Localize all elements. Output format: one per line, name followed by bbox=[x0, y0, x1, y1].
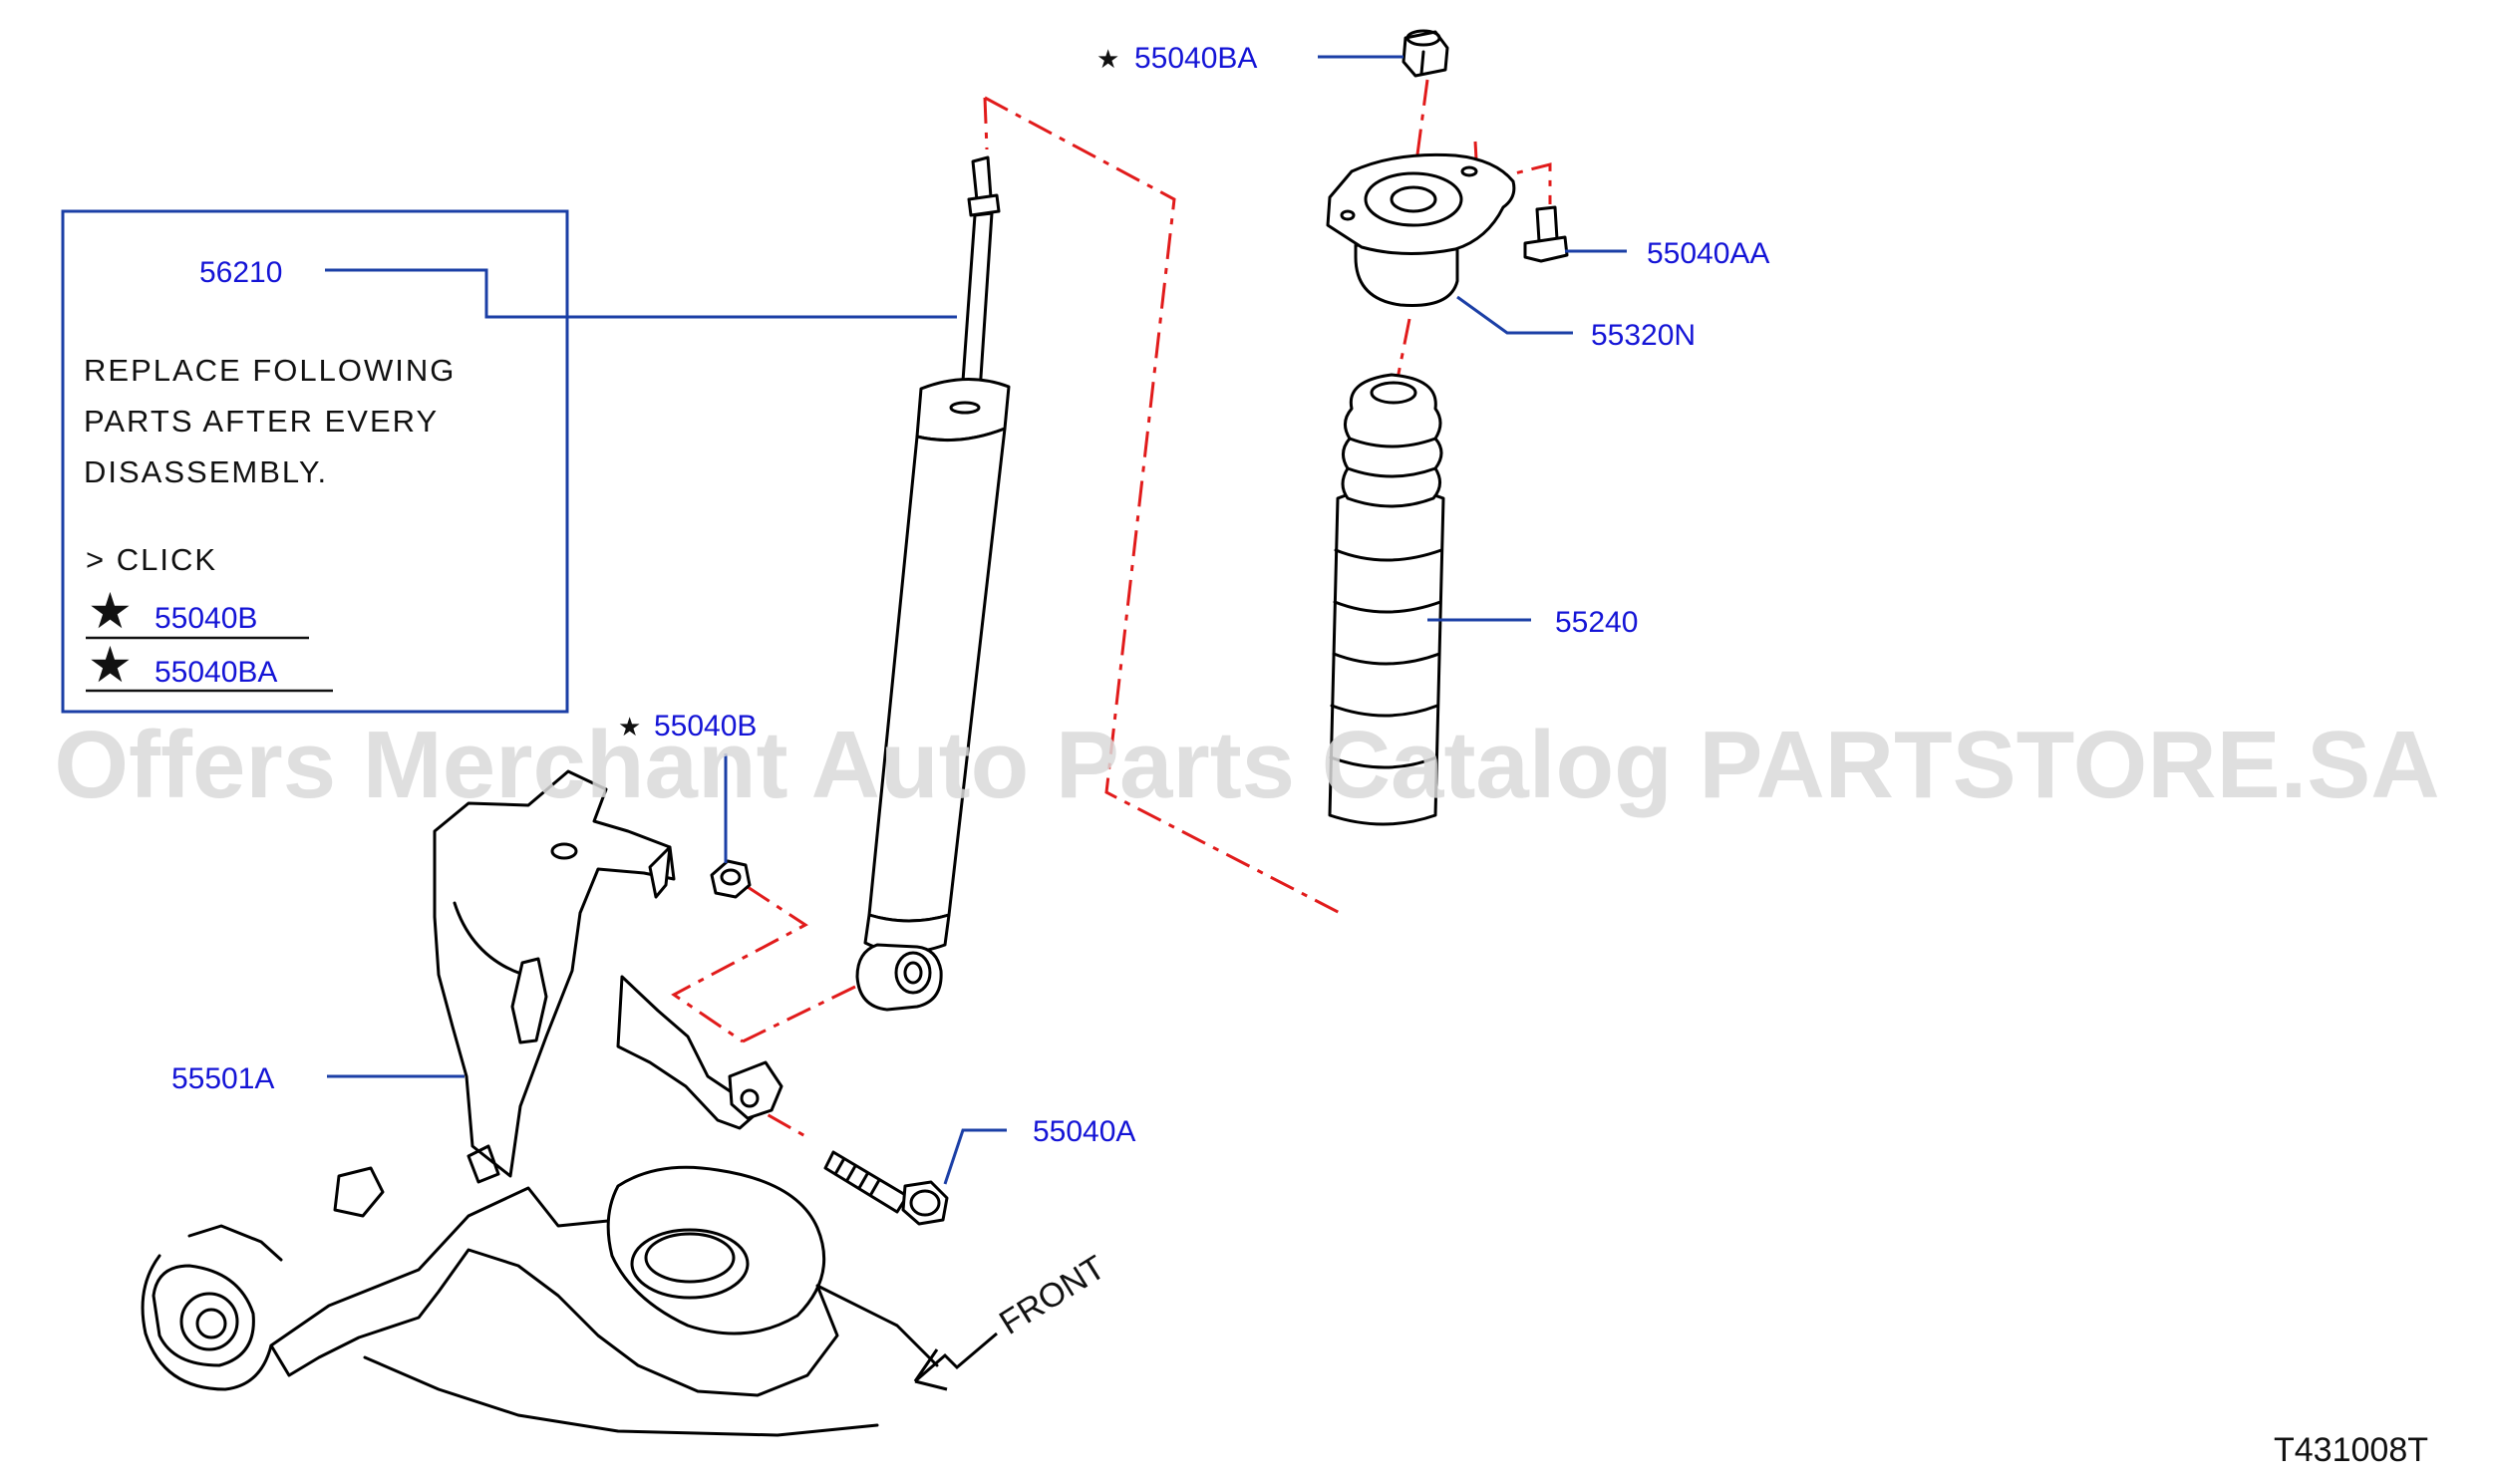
lower-bolt-washer bbox=[909, 1189, 941, 1217]
member-spring-seat bbox=[606, 1165, 826, 1336]
lower-nut-guide bbox=[671, 885, 808, 1043]
mount-bolt-head bbox=[1523, 235, 1569, 263]
callout-55040AA[interactable]: 55040AA bbox=[1647, 237, 1769, 270]
leader-56210 bbox=[325, 268, 957, 319]
strut-mount-plate bbox=[1326, 152, 1516, 255]
star-icon: ★ bbox=[1096, 44, 1119, 74]
strut-nut-top bbox=[1405, 29, 1441, 47]
boot-rib bbox=[1334, 548, 1443, 562]
member-link-tab bbox=[467, 1144, 500, 1184]
strut-mount-bolt-hole bbox=[1340, 209, 1356, 221]
member-upper-hook bbox=[648, 845, 672, 899]
part-callouts: 56210 ★ 55040BA 55040AA 55320N 55240 ★ 5… bbox=[171, 42, 1769, 1148]
replacement-note-box: REPLACE FOLLOWING PARTS AFTER EVERY DISA… bbox=[61, 209, 569, 714]
bump-stop-ring bbox=[1346, 466, 1437, 478]
front-arrow-icon bbox=[914, 1332, 998, 1383]
member-bushing-outer bbox=[179, 1292, 239, 1351]
bump-stop-center-hole bbox=[1370, 381, 1417, 405]
callout-55320N[interactable]: 55320N bbox=[1591, 319, 1696, 352]
shock-rod-nut bbox=[967, 193, 1001, 217]
member-shock-mount-plate bbox=[728, 1060, 783, 1120]
front-label: FRONT bbox=[993, 1249, 1111, 1342]
lower-nut bbox=[710, 859, 752, 899]
strut-mount-insulator bbox=[1354, 243, 1459, 307]
shock-body bbox=[867, 427, 1007, 923]
shock-lower-eye bbox=[855, 943, 943, 1012]
strut-nut-edge bbox=[1419, 50, 1425, 76]
note-box-border bbox=[61, 209, 569, 714]
note-item-55040BA-label: 55040BA bbox=[155, 656, 277, 689]
callout-55040A[interactable]: 55040A bbox=[1033, 1115, 1135, 1148]
lower-nut-hole bbox=[720, 868, 742, 886]
bump-stop-boot bbox=[1328, 373, 1445, 826]
member-shock-bracket bbox=[616, 975, 758, 1130]
boot-rib bbox=[1333, 600, 1442, 614]
lower-bolt-head bbox=[901, 1180, 949, 1226]
strut-mount-center-hole bbox=[1390, 185, 1437, 213]
boot-rib bbox=[1332, 652, 1441, 666]
mount-bolt-shank bbox=[1535, 205, 1559, 243]
shock-top-guide bbox=[983, 97, 989, 150]
note-line-3: DISASSEMBLY. bbox=[84, 454, 328, 489]
front-direction-indicator: FRONT bbox=[913, 1249, 1112, 1391]
shock-eye-bushing bbox=[894, 951, 932, 995]
callout-56210[interactable]: 56210 bbox=[199, 256, 282, 289]
bump-stop-ring bbox=[1348, 437, 1437, 448]
note-line-1: REPLACE FOLLOWING bbox=[84, 353, 456, 388]
shock-rod-seal bbox=[949, 401, 981, 415]
lower-eye-guide bbox=[742, 985, 856, 1043]
lower-nut-body bbox=[710, 859, 752, 899]
star-icon: ★ bbox=[88, 583, 133, 639]
boot-rib bbox=[1329, 755, 1438, 769]
callout-leaders bbox=[325, 55, 1627, 1185]
strut-mount-bolt-hole bbox=[1460, 165, 1478, 177]
shock-to-bumper-guide bbox=[984, 96, 1345, 917]
member-bushing-arm bbox=[187, 1224, 283, 1262]
lower-bolt-shank bbox=[823, 1150, 909, 1214]
rear-suspension-member bbox=[141, 769, 939, 1437]
note-item-55040BA-link[interactable]: ★ 55040BA bbox=[86, 637, 333, 693]
member-lower-contour bbox=[363, 1355, 879, 1437]
lower-bolt-guide bbox=[637, 1039, 806, 1138]
note-item-55040B-label: 55040B bbox=[155, 602, 257, 635]
front-arrowhead-icon bbox=[913, 1348, 948, 1391]
leader-55040A bbox=[943, 1128, 1007, 1185]
callout-55040B[interactable]: 55040B bbox=[654, 710, 757, 742]
member-bushing-inner bbox=[195, 1308, 227, 1339]
strut-nut bbox=[1402, 29, 1449, 78]
member-upper-bracket bbox=[433, 769, 676, 1178]
star-icon: ★ bbox=[88, 637, 133, 693]
star-icon: ★ bbox=[618, 712, 641, 742]
mount-bolt bbox=[1523, 205, 1569, 263]
boot-rib bbox=[1330, 704, 1439, 718]
note-line-2: PARTS AFTER EVERY bbox=[84, 404, 439, 439]
callout-55501A[interactable]: 55501A bbox=[171, 1062, 274, 1095]
callout-55040BA[interactable]: 55040BA bbox=[1134, 42, 1257, 75]
diagram-code: T431008T bbox=[2274, 1431, 2428, 1469]
member-spring-seat-hole bbox=[644, 1232, 736, 1284]
leader-55320N bbox=[1456, 295, 1573, 335]
shock-absorber bbox=[855, 155, 1011, 1012]
mount-to-bumper-guide bbox=[1396, 318, 1411, 380]
shock-eye-hole bbox=[903, 961, 923, 985]
note-click-text: > CLICK bbox=[86, 542, 217, 577]
member-bushing-housing bbox=[152, 1264, 255, 1367]
lower-bolt-thread bbox=[833, 1158, 881, 1196]
member-bracket-hole bbox=[550, 842, 578, 860]
lower-bolt bbox=[823, 1150, 949, 1226]
callout-55240[interactable]: 55240 bbox=[1555, 606, 1638, 639]
member-spring-seat-ring bbox=[630, 1228, 750, 1300]
strut-mount bbox=[1326, 152, 1516, 307]
note-item-55040B-link[interactable]: ★ 55040B bbox=[86, 583, 309, 640]
member-shock-mount-hole bbox=[740, 1088, 760, 1108]
member-rear-contour bbox=[815, 1284, 939, 1367]
shock-rod-tip bbox=[971, 155, 993, 202]
strut-mount-ring bbox=[1364, 171, 1463, 227]
watermark-text: Offers Merchant Auto Parts Catalog PARTS… bbox=[54, 712, 2439, 818]
member-side-tab bbox=[510, 957, 548, 1044]
member-link-bracket bbox=[333, 1166, 385, 1218]
